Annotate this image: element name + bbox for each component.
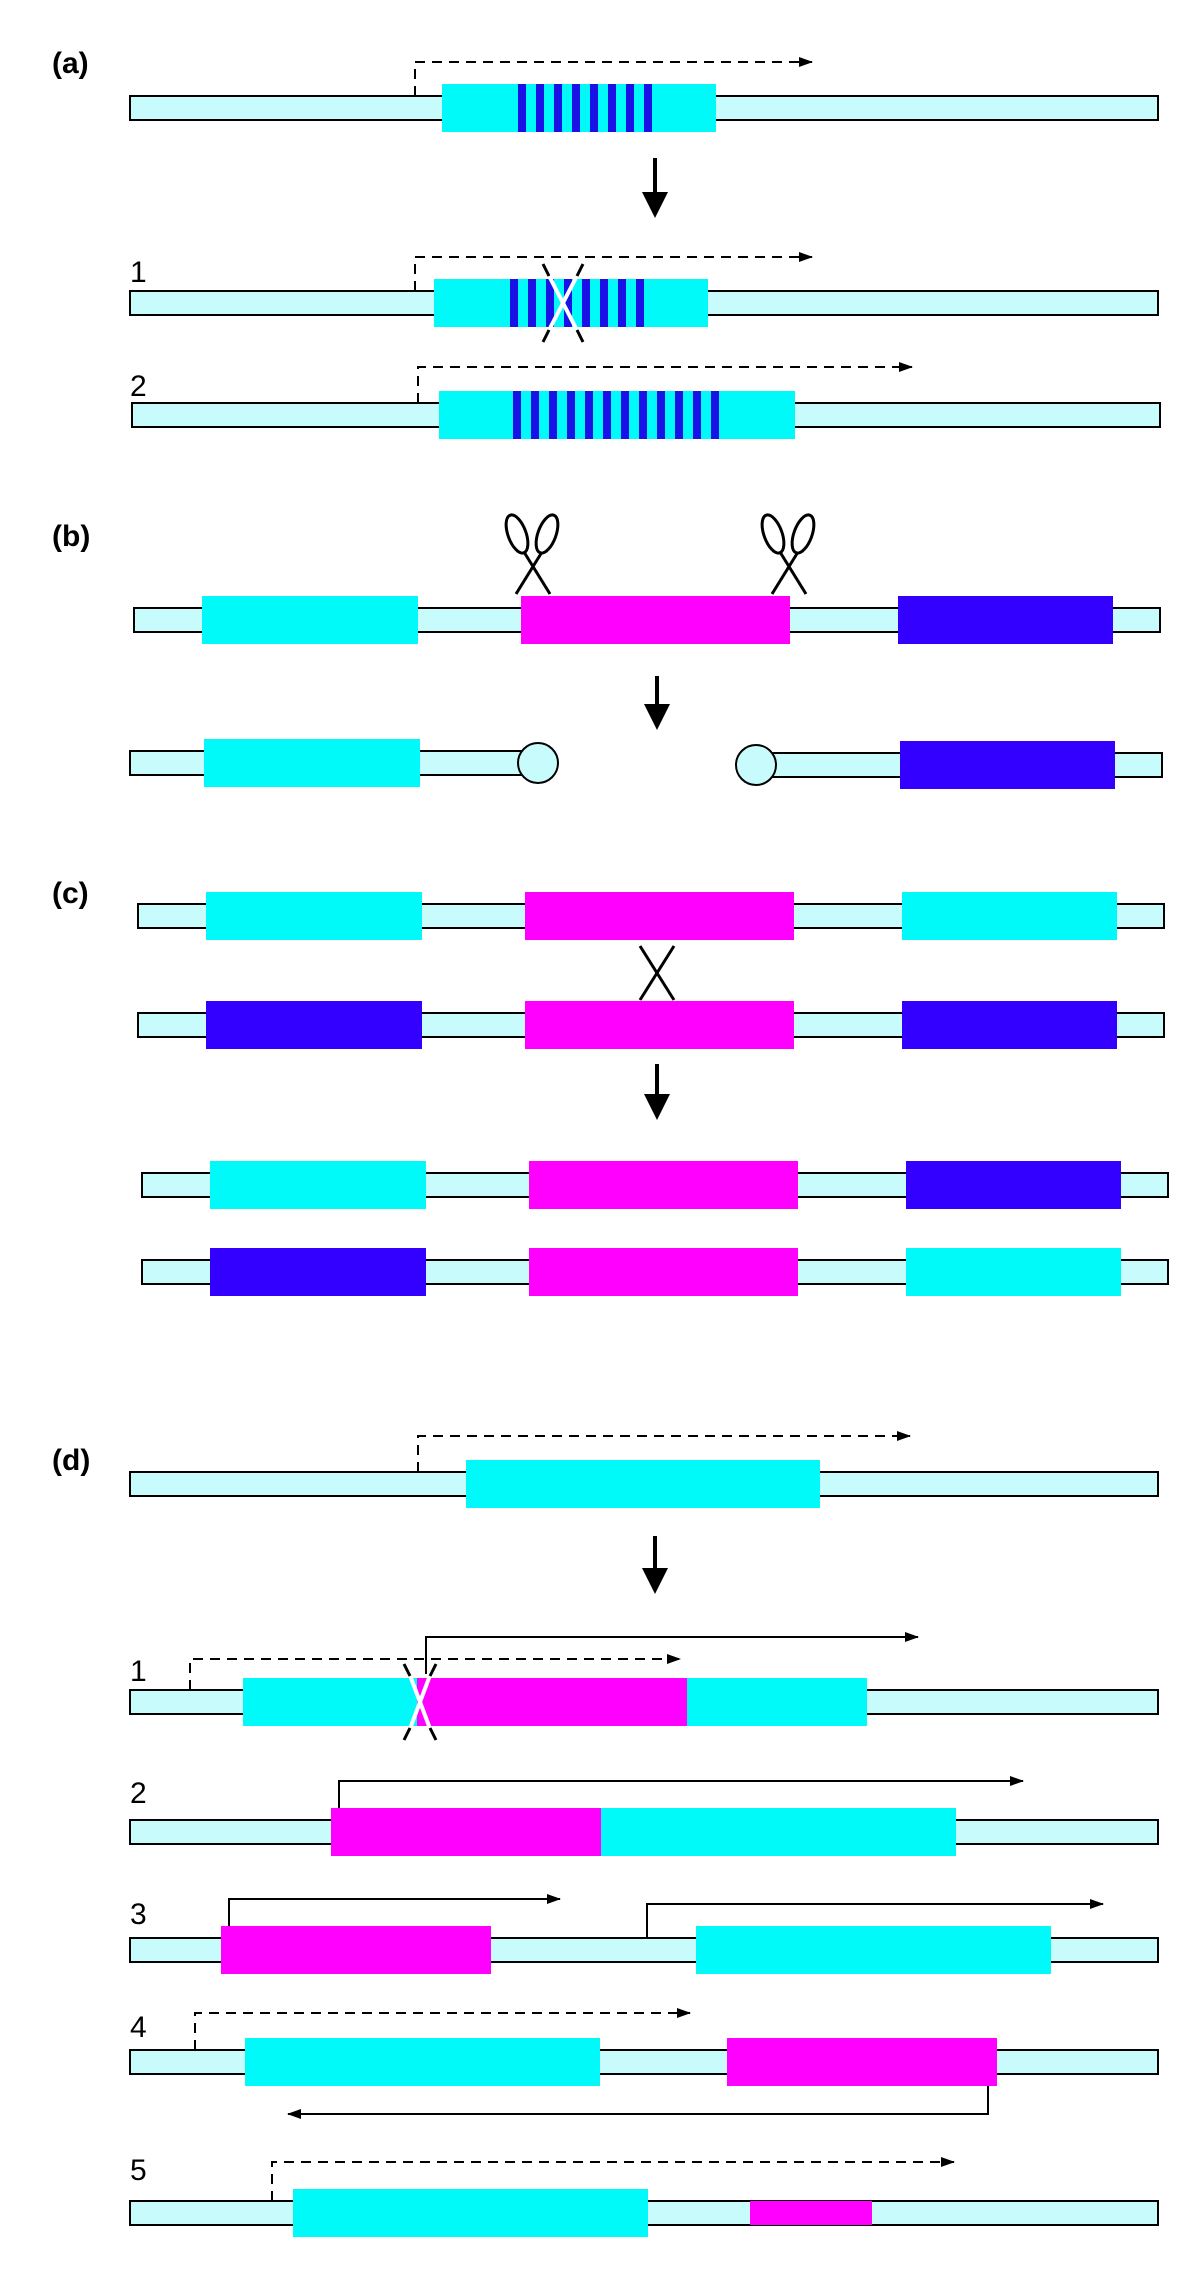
panel-b-left-fragment: [129, 739, 559, 787]
panel-a-contracted-chromosome: [129, 252, 1159, 343]
panel-d-row-5-chromosome: [129, 2157, 1159, 2237]
panel-c-label: (c): [52, 877, 89, 910]
panel-c-chromosome-2: [137, 1001, 1165, 1049]
transcript-arrow-icon: [414, 57, 813, 96]
panel-a-label: (a): [52, 47, 89, 80]
panel-d-row-1-chromosome: [129, 1632, 1159, 1741]
panel-b-right-fragment: [735, 741, 1163, 789]
panel-d-row-2-chromosome: [129, 1776, 1159, 1856]
panel-d-row-4-label: 4: [130, 2011, 147, 2044]
scissors-icon: [504, 513, 560, 595]
panel-a-row-1-label: 1: [130, 256, 147, 289]
crossover-icon: [638, 945, 676, 1001]
transcript-arrow-icon: [271, 2157, 955, 2201]
arrow-down-icon: [642, 158, 668, 218]
arrow-down-icon: [644, 1064, 670, 1120]
crossover-icon: [402, 1663, 438, 1741]
transcript-arrow-icon: [287, 2086, 989, 2119]
panel-b-chromosome: [133, 596, 1161, 644]
panel-c-recombinant-1: [141, 1161, 1169, 1209]
panel-a-expanded-chromosome: [131, 362, 1161, 439]
panel-d-row-3-chromosome: [129, 1894, 1159, 1974]
transcript-arrow-icon: [417, 1431, 911, 1472]
transcript-arrow-icon: [338, 1776, 1024, 1808]
arrow-down-icon: [642, 1536, 668, 1594]
panel-d-row-2-label: 2: [130, 1777, 147, 1810]
panel-d-row-4-chromosome: [129, 2008, 1159, 2119]
scissors-icon: [760, 513, 816, 595]
panel-d-label: (d): [52, 1444, 90, 1477]
panel-a-original-chromosome: [129, 57, 1159, 132]
panel-d-original-chromosome: [129, 1431, 1159, 1508]
crossover-icon: [541, 263, 585, 343]
panel-d-row-3-label: 3: [130, 1898, 147, 1931]
panel-c-recombinant-2: [141, 1248, 1169, 1296]
panel-c-chromosome-1: [137, 892, 1165, 940]
transcript-arrow-icon: [425, 1632, 919, 1674]
panel-b-label: (b): [52, 520, 90, 553]
panel-d-row-5-label: 5: [130, 2154, 147, 2187]
transcript-arrow-icon: [414, 252, 813, 291]
transcript-arrow-icon: [228, 1894, 561, 1926]
arrow-down-icon: [644, 676, 670, 730]
transcript-arrow-icon: [646, 1899, 1104, 1938]
tandem-repeat-stripes: [518, 84, 652, 132]
panel-a-row-2-label: 2: [130, 370, 147, 403]
transcript-arrow-icon: [194, 2008, 691, 2050]
transcript-arrow-icon: [417, 362, 913, 403]
panel-d-row-1-label: 1: [130, 1655, 147, 1688]
transcript-arrow-icon: [189, 1654, 681, 1690]
